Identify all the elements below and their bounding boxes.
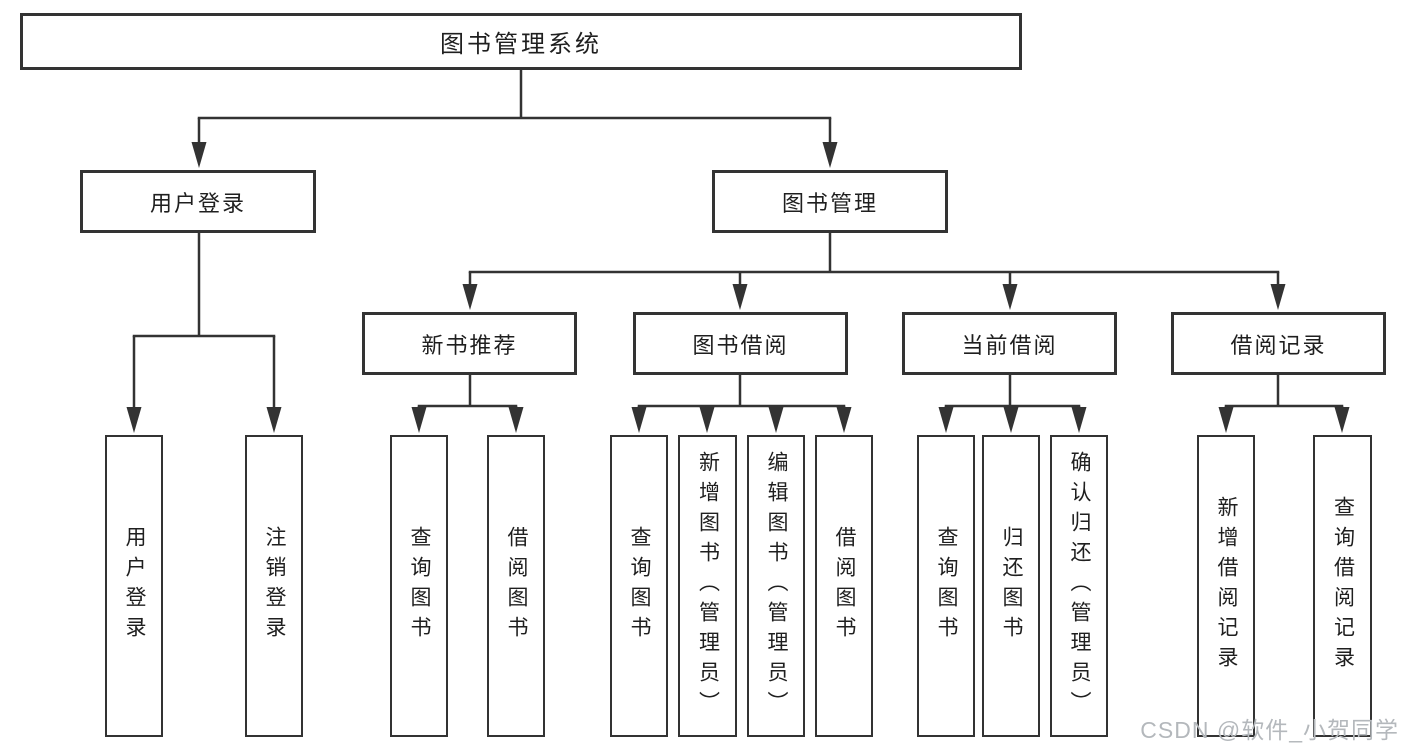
leaf-confirm-return-admin: 确认归还（管理员） bbox=[1050, 435, 1108, 737]
leaf-query-books-borrow: 查询图书 bbox=[610, 435, 668, 737]
leaf-user-login: 用户登录 bbox=[105, 435, 163, 737]
csdn-watermark: CSDN @软件_小贺同学 bbox=[1140, 717, 1399, 743]
arrowhead-icon bbox=[191, 142, 207, 168]
arrowhead-icon bbox=[462, 284, 478, 310]
arrowhead-icon bbox=[836, 407, 852, 433]
node-book-management: 图书管理 bbox=[712, 170, 948, 233]
arrowhead-icon bbox=[768, 407, 784, 433]
arrowhead-icon bbox=[1334, 407, 1350, 433]
arrowhead-icon bbox=[266, 407, 282, 433]
leaf-add-book-admin: 新增图书（管理员） bbox=[678, 435, 737, 737]
leaf-query-books-current: 查询图书 bbox=[917, 435, 975, 737]
arrowhead-icon bbox=[508, 407, 524, 433]
node-book-borrowing: 图书借阅 bbox=[633, 312, 848, 375]
arrowhead-icon bbox=[1002, 284, 1018, 310]
leaf-add-borrow-record: 新增借阅记录 bbox=[1197, 435, 1255, 737]
leaf-edit-book-admin: 编辑图书（管理员） bbox=[747, 435, 805, 737]
arrowhead-icon bbox=[699, 407, 715, 433]
leaf-borrow-books-recommend: 借阅图书 bbox=[487, 435, 545, 737]
leaf-query-books-recommend: 查询图书 bbox=[390, 435, 448, 737]
arrowhead-icon bbox=[126, 407, 142, 433]
node-user-login: 用户登录 bbox=[80, 170, 316, 233]
leaf-return-books: 归还图书 bbox=[982, 435, 1040, 737]
arrowhead-icon bbox=[822, 142, 838, 168]
arrowhead-icon bbox=[938, 407, 954, 433]
arrowhead-icon bbox=[1003, 407, 1019, 433]
node-root: 图书管理系统 bbox=[20, 13, 1022, 70]
node-new-book-recommend: 新书推荐 bbox=[362, 312, 577, 375]
arrowhead-icon bbox=[1071, 407, 1087, 433]
arrowhead-icon bbox=[1218, 407, 1234, 433]
leaf-borrow-books-borrow: 借阅图书 bbox=[815, 435, 873, 737]
arrowhead-icon bbox=[411, 407, 427, 433]
node-current-borrowing: 当前借阅 bbox=[902, 312, 1117, 375]
leaf-query-borrow-record: 查询借阅记录 bbox=[1313, 435, 1372, 737]
leaf-logout: 注销登录 bbox=[245, 435, 303, 737]
arrowhead-icon bbox=[732, 284, 748, 310]
arrowhead-icon bbox=[631, 407, 647, 433]
arrowhead-icon bbox=[1270, 284, 1286, 310]
node-borrowing-records: 借阅记录 bbox=[1171, 312, 1386, 375]
